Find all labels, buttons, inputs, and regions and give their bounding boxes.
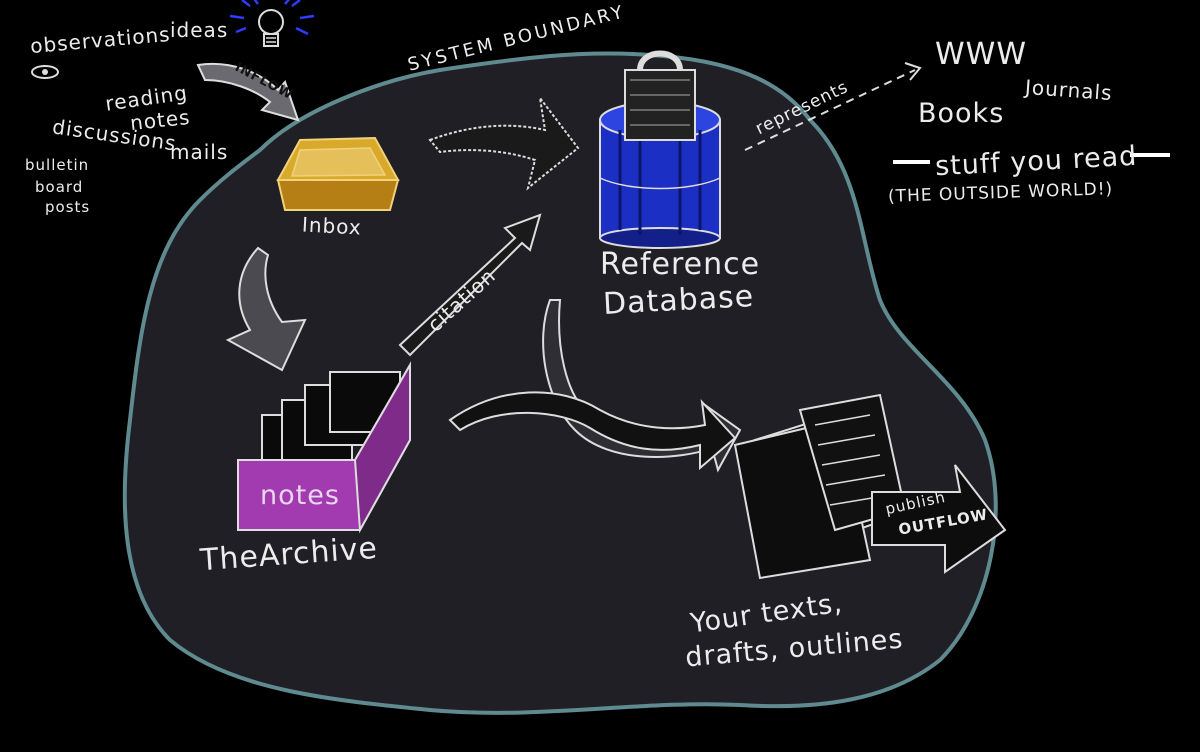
arrow-inbox-to-database [428, 97, 580, 191]
label-board: board [35, 178, 84, 196]
label-www: WWW [935, 37, 1027, 72]
arrow-inbox-to-archive [225, 246, 307, 372]
lightbulb-icon [229, 0, 315, 47]
reference-database-icon [599, 50, 721, 249]
label-database: Database [602, 279, 755, 322]
label-reference: Reference [600, 247, 761, 282]
label-posts: posts [45, 198, 91, 216]
represents-arrow [744, 69, 916, 151]
arrow-archive-to-texts [448, 391, 737, 471]
texts-documents-icon [733, 393, 907, 580]
outflow-arrow [871, 464, 1007, 574]
archive-box-icon [237, 361, 411, 534]
label-journals: Journals [1024, 74, 1114, 106]
label-mails: mails [170, 140, 229, 164]
inbox-tray-icon [276, 136, 400, 211]
label-notes-box: notes [260, 480, 340, 511]
citation-arrow [398, 213, 542, 357]
inflow-arrow [196, 62, 300, 122]
label-books: Books [918, 98, 1005, 129]
label-inbox: Inbox [301, 212, 363, 240]
label-bulletin: bulletin [25, 156, 90, 174]
eye-icon [31, 65, 59, 79]
label-ideas: ideas [170, 18, 229, 42]
